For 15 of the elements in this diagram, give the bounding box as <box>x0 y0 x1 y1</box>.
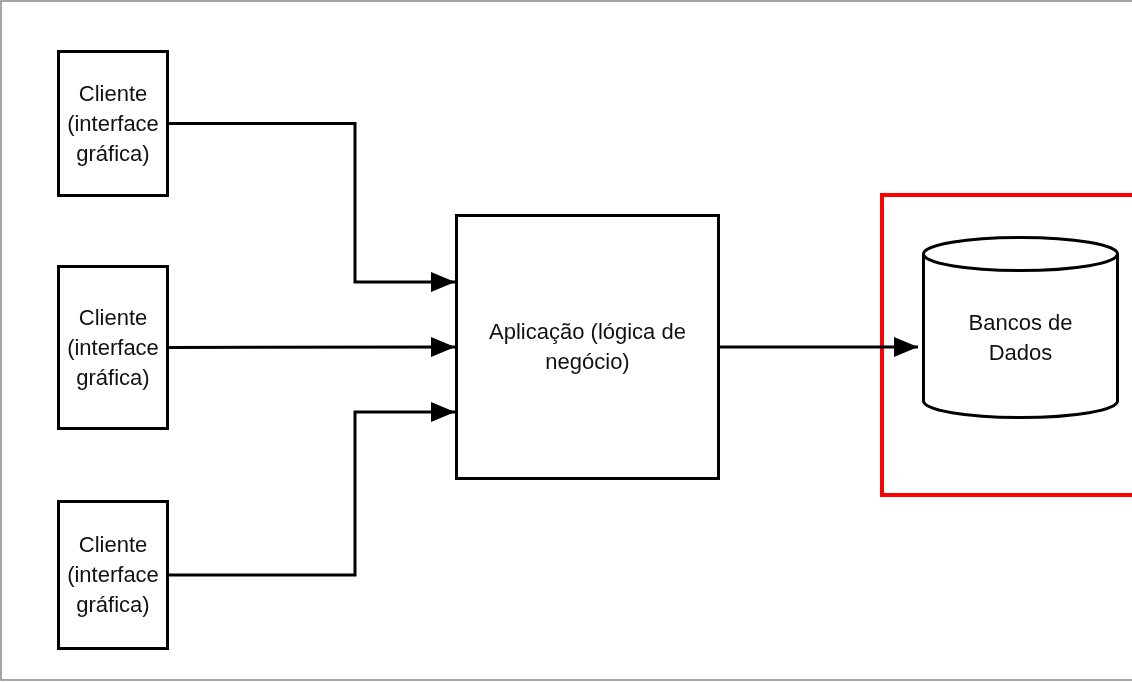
node-label: Cliente (interface gráfica) <box>66 303 160 392</box>
node-label: Aplicação (lógica de negócio) <box>488 318 687 376</box>
node-label: Cliente (interface gráfica) <box>66 531 160 619</box>
node-label: Bancos de Dados <box>967 308 1074 367</box>
arrow <box>169 337 455 358</box>
process-box <box>57 500 169 650</box>
process-box <box>57 265 169 430</box>
node-label: Cliente (interface gráfica) <box>66 79 160 168</box>
arrow <box>720 337 918 357</box>
highlight-frame <box>880 193 1132 497</box>
database-cylinder <box>922 236 1119 419</box>
process-box <box>455 214 720 480</box>
process-box <box>57 50 169 197</box>
arrow <box>169 402 455 577</box>
arrow <box>169 122 455 292</box>
